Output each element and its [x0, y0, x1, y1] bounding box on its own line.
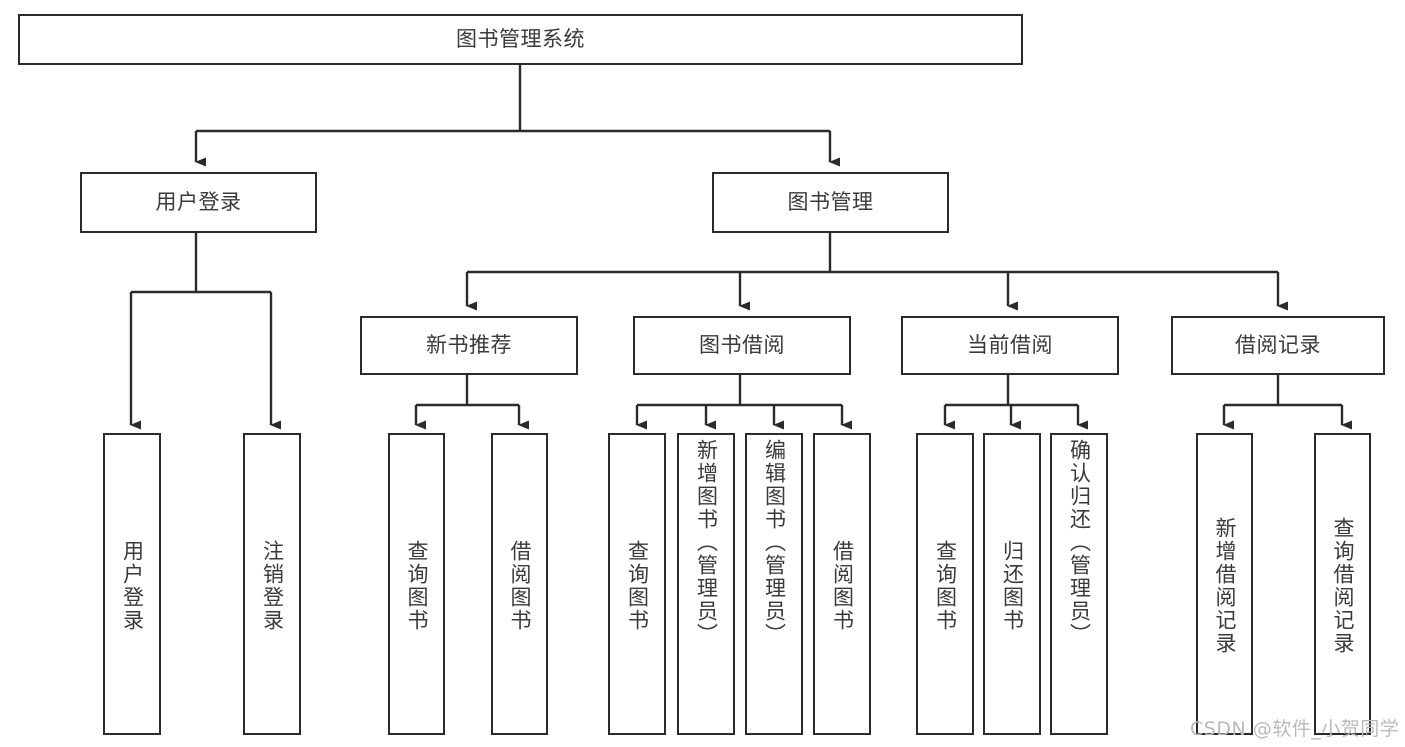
- node-book-management[interactable]: 图书管理: [712, 172, 949, 233]
- node-new-book-recommend[interactable]: 新书推荐: [360, 316, 578, 375]
- leaf-new-book-borrow[interactable]: 借阅图书: [491, 433, 548, 735]
- leaf-borrow-edit-book[interactable]: 编辑图书（管理员）: [745, 433, 803, 735]
- leaf-borrow-query-book-label: 查询图书: [625, 540, 650, 632]
- leaf-borrow-add-book[interactable]: 新增图书（管理员）: [677, 433, 735, 735]
- node-borrow-record-label: 借阅记录: [1235, 332, 1321, 357]
- node-borrow-record[interactable]: 借阅记录: [1171, 316, 1385, 375]
- node-user-login-label: 用户登录: [155, 189, 242, 214]
- leaf-current-query-book[interactable]: 查询图书: [916, 433, 974, 735]
- node-root-label: 图书管理系统: [456, 26, 585, 51]
- node-current-borrow[interactable]: 当前借阅: [901, 316, 1119, 375]
- leaf-current-query-book-label: 查询图书: [933, 540, 958, 632]
- node-new-book-recommend-label: 新书推荐: [426, 332, 512, 357]
- leaf-record-add[interactable]: 新增借阅记录: [1196, 433, 1253, 735]
- leaf-new-book-query-label: 查询图书: [405, 540, 429, 632]
- leaf-borrow-query-book[interactable]: 查询图书: [608, 433, 666, 735]
- node-current-borrow-label: 当前借阅: [967, 332, 1053, 357]
- leaf-record-add-label: 新增借阅记录: [1213, 517, 1237, 655]
- leaf-record-query[interactable]: 查询借阅记录: [1314, 433, 1371, 735]
- leaf-user-login-logout-label: 注销登录: [260, 540, 285, 632]
- node-root[interactable]: 图书管理系统: [18, 14, 1023, 65]
- leaf-current-confirm-return[interactable]: 确认归还（管理员）: [1050, 433, 1108, 735]
- leaf-current-return-book[interactable]: 归还图书: [983, 433, 1041, 735]
- leaf-record-query-label: 查询借阅记录: [1331, 517, 1355, 655]
- leaf-borrow-add-book-label: 新增图书（管理员）: [694, 439, 719, 646]
- leaf-borrow-borrow-book[interactable]: 借阅图书: [813, 433, 871, 735]
- node-book-borrow-label: 图书借阅: [699, 332, 785, 357]
- leaf-current-confirm-return-label: 确认归还（管理员）: [1067, 439, 1092, 646]
- leaf-current-return-book-label: 归还图书: [1000, 540, 1025, 632]
- watermark-text: CSDN @软件_小贺同学: [1190, 718, 1400, 740]
- leaf-user-login-login[interactable]: 用户登录: [103, 433, 161, 735]
- leaf-borrow-borrow-book-label: 借阅图书: [830, 540, 855, 632]
- node-user-login[interactable]: 用户登录: [80, 172, 317, 233]
- leaf-borrow-edit-book-label: 编辑图书（管理员）: [762, 439, 787, 646]
- leaf-user-login-logout[interactable]: 注销登录: [243, 433, 301, 735]
- leaf-new-book-borrow-label: 借阅图书: [508, 540, 532, 632]
- leaf-new-book-query[interactable]: 查询图书: [388, 433, 445, 735]
- node-book-management-label: 图书管理: [787, 189, 874, 214]
- leaf-user-login-login-label: 用户登录: [120, 540, 145, 632]
- node-book-borrow[interactable]: 图书借阅: [633, 316, 851, 375]
